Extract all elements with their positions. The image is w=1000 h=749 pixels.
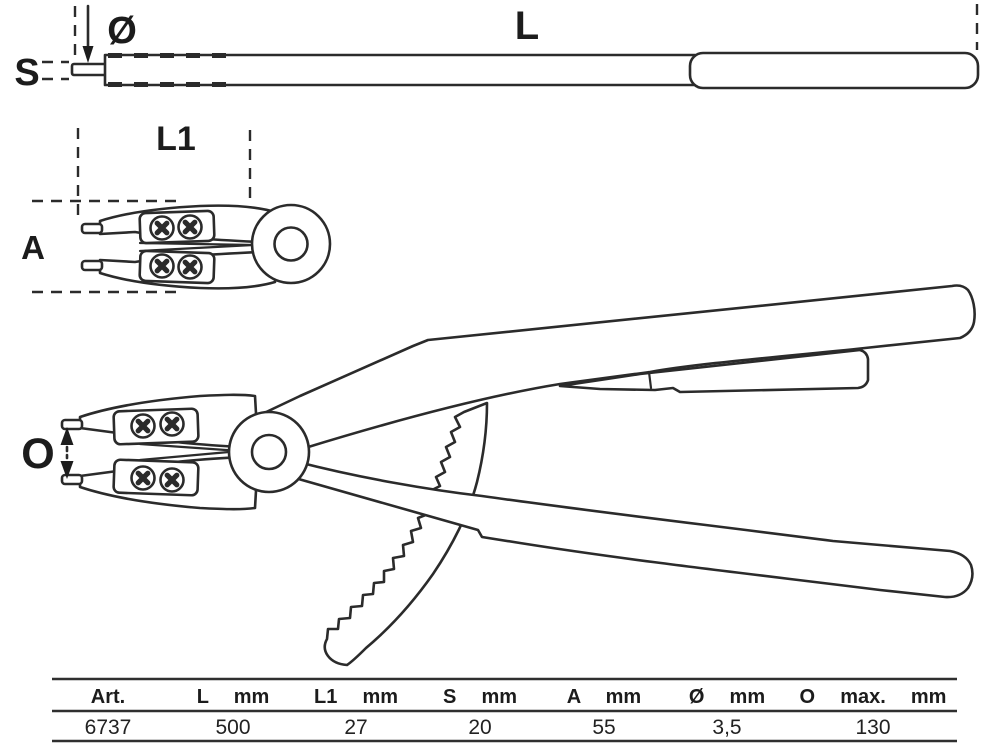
screw-icon (161, 413, 184, 436)
main-view: O (21, 284, 976, 667)
side-view-shaft (103, 53, 697, 87)
col-header-s: S mm (443, 686, 517, 708)
diameter-arrow-head (82, 46, 94, 63)
value-l: 500 (215, 716, 250, 739)
col-header-l: L mm (197, 686, 270, 708)
col-header-l1: L1 mm (314, 686, 398, 708)
value-s: 20 (468, 716, 491, 739)
value-a: 55 (592, 716, 615, 739)
screw-icon (132, 415, 155, 438)
table-value-row: 6737 500 27 20 55 3,5 130 (85, 716, 891, 739)
o-arrow-up (60, 427, 74, 445)
lock-bar-joint (647, 370, 653, 390)
tip-detail-view: L1 A (21, 120, 332, 294)
main-pivot-hole (250, 433, 288, 471)
side-view: Ø S L (14, 4, 980, 94)
detail-pivot-hole (273, 226, 309, 262)
diameter-label: Ø (107, 10, 137, 52)
a-label: A (21, 229, 45, 266)
col-header-art: Art. (91, 686, 125, 708)
table-header-row: Art. L mm L1 mm S mm A mm Ø mm O max. mm (91, 686, 947, 708)
screw-icon (179, 256, 202, 279)
l-label: L (515, 4, 539, 48)
lock-bar (558, 348, 870, 394)
detail-jaw-seam (138, 241, 255, 253)
main-lower-tip-plate (112, 458, 200, 497)
screw-icon (132, 467, 155, 490)
col-header-omax: O max. mm (800, 686, 947, 708)
screw-icon (179, 216, 202, 239)
detail-lower-tip (80, 259, 104, 272)
lower-handle (293, 460, 974, 599)
screw-icon (151, 255, 174, 278)
value-omax: 130 (855, 716, 890, 739)
o-arrow-down (60, 461, 74, 479)
col-header-dia: Ø mm (689, 686, 765, 708)
upper-handle (260, 284, 976, 450)
main-lower-tip (60, 473, 84, 486)
spec-table: Art. L mm L1 mm S mm A mm Ø mm O max. mm… (52, 677, 957, 743)
ratchet-arm (323, 401, 489, 667)
col-header-a: A mm (567, 686, 641, 708)
l1-label: L1 (156, 120, 196, 158)
screw-icon (161, 469, 184, 492)
screw-icon (151, 217, 174, 240)
main-upper-tip-plate (112, 407, 200, 446)
s-label: S (14, 52, 39, 94)
value-l1: 27 (344, 716, 367, 739)
main-upper-tip (60, 418, 84, 431)
value-art: 6737 (85, 716, 132, 739)
side-view-handle (688, 51, 980, 90)
side-view-tip (70, 62, 110, 77)
detail-upper-tip (80, 222, 104, 235)
o-label: O (21, 430, 54, 478)
value-dia: 3,5 (712, 716, 741, 739)
